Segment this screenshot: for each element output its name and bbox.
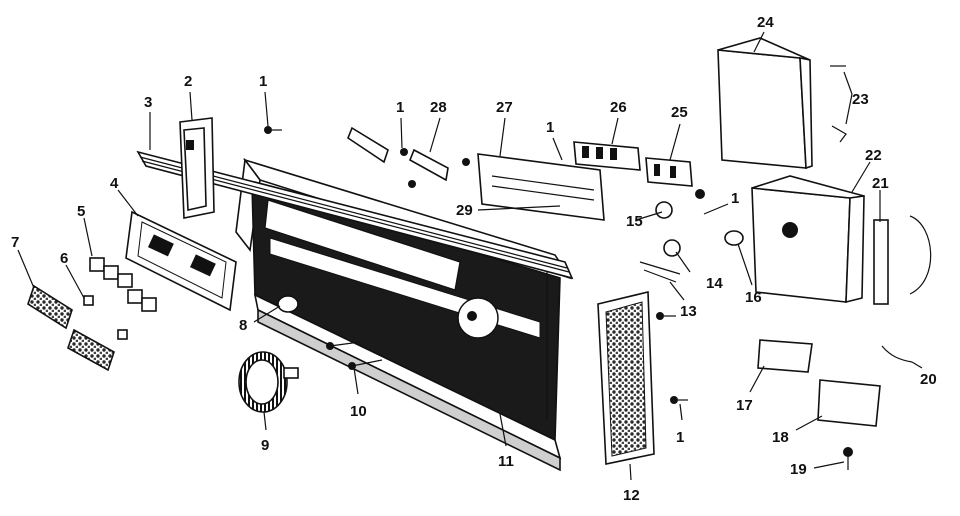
callout-20: 20: [920, 371, 937, 388]
side-grille: [597, 290, 655, 465]
timer-cover: [717, 37, 813, 170]
callout-9: 9: [261, 437, 269, 454]
callout-8: 8: [239, 317, 247, 334]
callout-17: 17: [736, 397, 753, 414]
control-board: [477, 153, 605, 221]
callout-1a: 1: [259, 73, 267, 90]
callout-3: 3: [144, 94, 152, 111]
callout-23: 23: [852, 91, 869, 108]
callout-1c: 1: [546, 119, 554, 136]
callout-1d: 1: [731, 190, 739, 207]
callout-2: 2: [184, 73, 192, 90]
callout-26: 26: [610, 99, 627, 116]
callout-29: 29: [456, 202, 473, 219]
end-trim-pieces: [27, 284, 128, 372]
mounting-brackets: [347, 126, 470, 188]
callout-7: 7: [11, 234, 19, 251]
switch-assemblies: [573, 141, 693, 187]
callout-10: 10: [350, 403, 367, 420]
callout-27: 27: [496, 99, 513, 116]
selector-bezel: [125, 210, 237, 312]
knob-and-fasteners: [238, 295, 383, 413]
callout-labels: 1 2 3 1 28 27 1 26 25 24 23 22 21 4 5 7 …: [11, 14, 937, 504]
end-bracket: [179, 117, 215, 219]
callout-16: 16: [745, 289, 762, 306]
callout-6: 6: [60, 250, 68, 267]
callout-19: 19: [790, 461, 807, 478]
push-buttons: [89, 257, 157, 312]
callout-25: 25: [671, 104, 688, 121]
callout-5: 5: [77, 203, 85, 220]
callout-1e: 1: [676, 429, 684, 446]
callout-21: 21: [872, 175, 889, 192]
callout-4: 4: [110, 175, 119, 192]
callout-1b: 1: [396, 99, 404, 116]
small-components: [264, 65, 932, 470]
leader-lines: [17, 31, 923, 481]
callout-28: 28: [430, 99, 447, 116]
timer-housing: [751, 175, 865, 304]
callout-13: 13: [680, 303, 697, 320]
callout-14: 14: [706, 275, 723, 292]
callout-11: 11: [498, 453, 514, 470]
callout-22: 22: [865, 147, 882, 164]
callout-15: 15: [626, 213, 643, 230]
callout-12: 12: [623, 487, 640, 504]
callout-24: 24: [757, 14, 774, 31]
callout-18: 18: [772, 429, 789, 446]
